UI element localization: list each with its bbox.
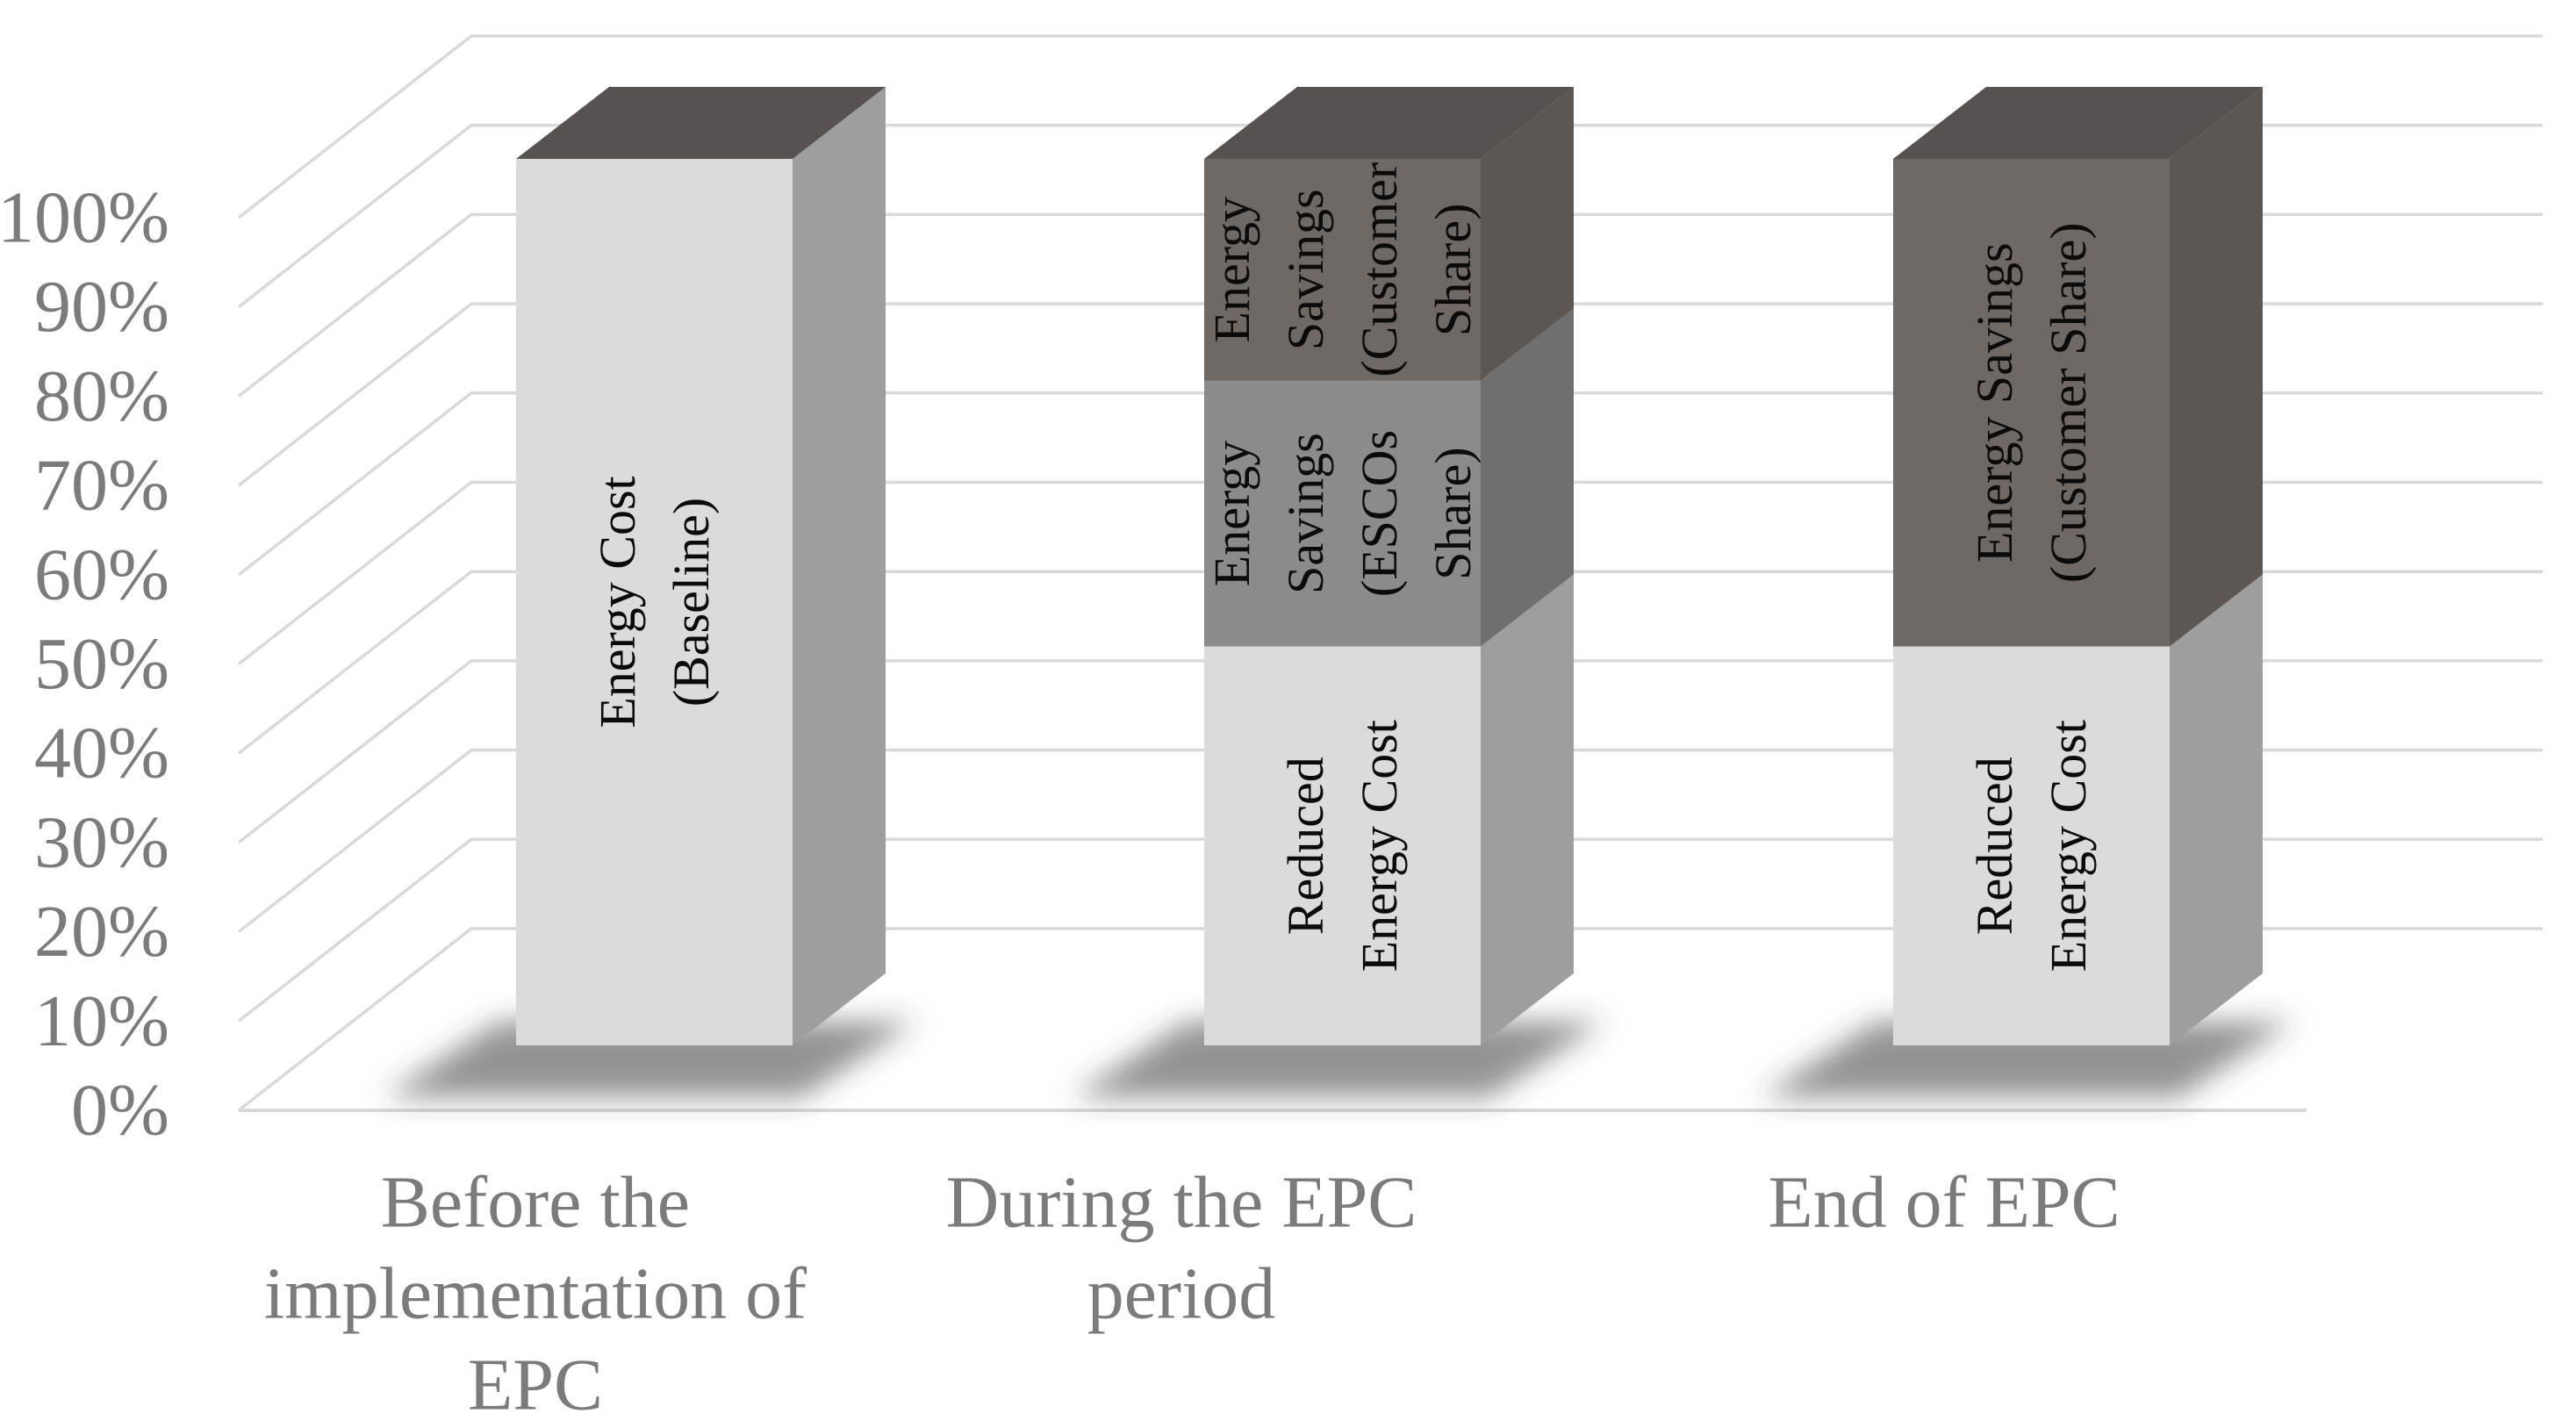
- bar-segment-label-line: (Customer: [1351, 162, 1408, 377]
- category-label-line: End of EPC: [1768, 1162, 2120, 1244]
- bar-segment-label-line: Energy Cost: [589, 476, 646, 728]
- gridline: [237, 212, 2543, 398]
- bar-segment-label-line: Savings: [1277, 433, 1334, 594]
- bar-segment-side: [1481, 574, 1574, 1045]
- bar-segment-label-line: (Customer Share): [2040, 222, 2097, 583]
- bar-segment-label-line: Energy Cost: [1351, 720, 1408, 972]
- bar-segment-front: [1204, 646, 1481, 1045]
- category-label-line: implementation of: [264, 1253, 807, 1335]
- bar: Reduced Energy Cost Energy Savings (Custome…: [1893, 87, 2263, 1045]
- bar-segment-label-line: Reduced: [1966, 757, 2023, 935]
- bar-segment-side: [1481, 87, 1574, 381]
- gridline: [237, 927, 2543, 1112]
- bar: Energy Cost (Baseline): [516, 87, 886, 1045]
- bar-segment-front: [1893, 646, 2170, 1045]
- y-tick-label: 0%: [71, 1070, 169, 1152]
- gridline: [237, 34, 2543, 219]
- bar-top-face: [1893, 87, 2263, 159]
- category-label-line: EPC: [468, 1345, 603, 1421]
- y-axis-tick-labels: 0%10%20%30%40%50%60%70%80%90%100%: [0, 177, 169, 1152]
- category-axis-labels: Before the implementation of EPC During the…: [264, 1162, 2120, 1421]
- gridline: [237, 302, 2543, 487]
- bar-segment-label-line: Share): [1424, 447, 1482, 579]
- bar-segment-label-line: Savings: [1277, 189, 1334, 350]
- bar-segment: Energy Savings (ESCOs Share): [1203, 308, 1574, 647]
- bar-segment-label-line: Energy Cost: [2040, 720, 2097, 972]
- bar-top-face: [516, 87, 886, 159]
- bar-top-face: [1204, 87, 1574, 159]
- bar-segment-front: [1204, 159, 1481, 381]
- y-tick-label: 70%: [34, 445, 169, 527]
- bar-segment-side: [793, 87, 886, 1045]
- gridline: [237, 659, 2543, 844]
- y-tick-label: 90%: [34, 266, 169, 348]
- bar-segment: Energy Savings (Customer Share): [1893, 87, 2263, 647]
- gridline: [237, 480, 2543, 665]
- bar-segment: Reduced Energy Cost: [1204, 574, 1574, 1045]
- gridline: [237, 123, 2543, 309]
- y-tick-label: 50%: [34, 623, 169, 705]
- bar-segment-front: [1893, 159, 2170, 647]
- y-tick-label: 20%: [34, 891, 169, 972]
- gridline: [237, 570, 2543, 755]
- bar-segment-side: [2170, 574, 2263, 1045]
- gridline: [237, 748, 2543, 933]
- y-tick-label: 100%: [0, 177, 169, 259]
- bar-segment-side: [2170, 87, 2263, 647]
- category-label-line: period: [1087, 1253, 1276, 1335]
- y-tick-label: 60%: [34, 534, 169, 615]
- bar-segment: Energy Savings (Customer Share): [1203, 87, 1574, 381]
- y-tick-label: 40%: [34, 713, 169, 794]
- bar-segment: Reduced Energy Cost: [1893, 574, 2263, 1045]
- y-tick-label: 10%: [34, 980, 169, 1062]
- bar-segment-front: [1204, 380, 1481, 647]
- bar-segment-label-line: Energy Savings: [1966, 242, 2023, 563]
- gridline: [237, 391, 2543, 577]
- bar-segment-label-line: Share): [1424, 204, 1482, 336]
- bar-segment-front: [516, 159, 793, 1045]
- gridlines: [237, 34, 2543, 1112]
- gridline: [237, 837, 2543, 1023]
- bar-segment-label-line: Reduced: [1277, 757, 1334, 935]
- bar-segment-label-line: Energy: [1203, 197, 1260, 342]
- bar-segment-label-line: (Baseline): [663, 498, 720, 707]
- bar-segment-label-line: (ESCOs: [1351, 430, 1408, 597]
- y-tick-label: 30%: [34, 801, 169, 883]
- bar-segment-side: [1481, 308, 1574, 647]
- bar-segment: Energy Cost (Baseline): [516, 87, 886, 1045]
- y-tick-label: 80%: [34, 355, 169, 437]
- category-label-line: Before the: [381, 1162, 690, 1244]
- category-label-line: During the EPC: [946, 1162, 1417, 1244]
- bar-segment-label-line: Energy: [1203, 441, 1260, 586]
